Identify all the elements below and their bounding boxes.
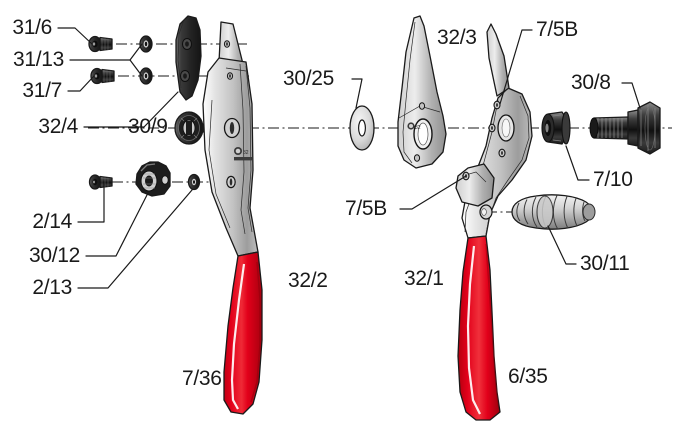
part-right-handle-grip[interactable] bbox=[457, 235, 501, 421]
leader-lines bbox=[57, 27, 641, 289]
leader-30-11 bbox=[547, 225, 577, 265]
leader-31-13-b bbox=[129, 59, 143, 77]
stamp-blade-text: 32 bbox=[415, 125, 421, 131]
stamp-left-body-text: 32 bbox=[243, 150, 249, 156]
label-2-13: 2/13 bbox=[32, 276, 72, 299]
leader-30-12 bbox=[85, 192, 149, 257]
label-32-2: 32/2 bbox=[288, 269, 328, 292]
leader-2-13 bbox=[77, 189, 193, 289]
leader-30-8 bbox=[621, 82, 641, 109]
part-coil-spring[interactable] bbox=[511, 194, 596, 230]
label-7-10: 7/10 bbox=[593, 168, 633, 191]
label-30-8: 30/8 bbox=[571, 71, 611, 94]
part-center-bolt[interactable] bbox=[589, 101, 661, 155]
part-left-handle-body[interactable]: 32 bbox=[202, 21, 259, 257]
part-washer-pair[interactable] bbox=[139, 35, 153, 85]
part-spring-catch[interactable] bbox=[135, 161, 171, 197]
label-30-11: 30/11 bbox=[580, 252, 630, 275]
part-flat-washer[interactable] bbox=[349, 105, 375, 151]
part-bolt-bushing[interactable] bbox=[541, 111, 571, 145]
leader-7-5B-bottom bbox=[399, 175, 467, 210]
part-upper-screw[interactable] bbox=[88, 35, 113, 53]
label-32-3: 32/3 bbox=[437, 26, 477, 49]
leader-2-14 bbox=[77, 181, 105, 223]
leader-32-4 bbox=[83, 91, 179, 128]
stamp-blade: 32 bbox=[407, 122, 421, 131]
label-30-25: 30/25 bbox=[283, 67, 334, 90]
leader-7-5B-top bbox=[499, 29, 533, 105]
part-left-handle-grip[interactable] bbox=[223, 251, 263, 415]
label-7-36: 7/36 bbox=[182, 367, 222, 390]
label-32-1: 32/1 bbox=[404, 267, 444, 290]
label-7-5B-bottom: 7/5B bbox=[345, 197, 387, 220]
part-knurled-nut[interactable] bbox=[174, 111, 210, 145]
stamp-left-body: 32 bbox=[234, 147, 252, 161]
part-number-labels: 31/6 31/13 31/7 32/4 30/9 2/14 30/12 2/1… bbox=[12, 16, 633, 390]
label-6-35: 6/35 bbox=[508, 365, 548, 388]
label-2-14: 2/14 bbox=[32, 210, 72, 233]
leader-7-10 bbox=[565, 145, 590, 181]
label-31-7: 31/7 bbox=[22, 79, 62, 102]
label-7-5B-top: 7/5B bbox=[536, 18, 578, 41]
leader-31-7 bbox=[67, 75, 95, 92]
label-32-4: 32/4 bbox=[38, 115, 78, 138]
part-lower-screw[interactable] bbox=[90, 67, 115, 85]
part-black-anvil-blade[interactable] bbox=[175, 15, 202, 101]
label-30-12: 30/12 bbox=[29, 244, 80, 267]
label-31-13: 31/13 bbox=[13, 48, 64, 71]
part-small-screw[interactable] bbox=[88, 174, 113, 190]
part-cutting-blade[interactable]: 32 bbox=[397, 15, 447, 169]
label-30-9: 30/9 bbox=[128, 115, 168, 138]
leader-31-6 bbox=[57, 27, 93, 45]
label-31-6: 31/6 bbox=[12, 16, 52, 39]
leader-30-25 bbox=[351, 78, 363, 109]
part-small-washer[interactable] bbox=[187, 173, 201, 191]
